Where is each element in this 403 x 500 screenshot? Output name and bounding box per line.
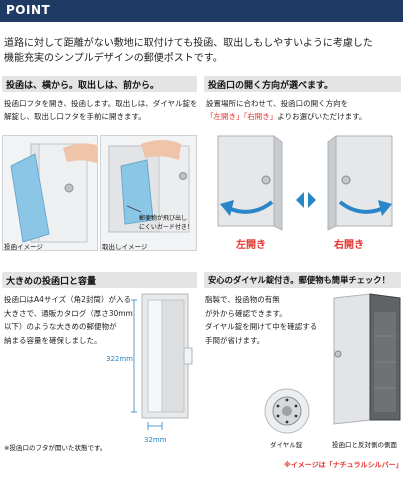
section-front-title: 投函は、横から。取出しは、前から。 <box>6 81 160 91</box>
label-left-open: 左開き <box>236 240 266 251</box>
section-direction-header: 投函口の開く方向が選べます。 <box>204 76 401 92</box>
section-capacity-line-1: 投函口はA4サイズ（角2封筒）が入る <box>4 295 131 304</box>
post-left-open <box>217 135 283 231</box>
section-direction-line-2: 「左開き」「右開き」よりお選びいただけます。 <box>206 110 402 123</box>
section-lock-header: 安心のダイヤル錠付き。郵便物も簡単チェック！ <box>204 272 401 288</box>
color-note: ※イメージは「ナチュラルシルバー」 <box>284 461 403 469</box>
section-front-text: 投函口フタを開き、投函します。取出しは、ダイヤル錠を 解錠し、取出し口フタを手前… <box>4 97 200 123</box>
section-capacity-text: 投函口はA4サイズ（角2封筒）が入る 大きさで、通販カタログ（厚さ30mm 以下… <box>4 293 144 347</box>
section-lock-title: 安心のダイヤル錠付き。郵便物も簡単チェック！ <box>208 275 390 285</box>
takeout-image <box>100 135 197 251</box>
section-direction-text: 設置場所に合わせて、投函口の開く方向を 「左開き」「右開き」よりお選びいただけま… <box>206 97 402 123</box>
guard-callout: 郵便物が飛び出し にくいガード付き！ <box>139 214 193 232</box>
option-right-open: 「右開き」 <box>243 112 278 121</box>
section-lock-line-4: 手間が省けます。 <box>205 335 265 345</box>
arrow-center-left <box>296 192 304 208</box>
intro-line-1: 道路に対して距離がない敷地に取付けても投函、取出しもしやすいように考慮した <box>4 38 373 49</box>
section-capacity-line-3: 以下）のような大きめの郵便物が <box>4 322 117 331</box>
section-lock-text: 脂製で、投函物の有無 が外から確認できます。 ダイヤル錠を開けて中を確認する 手… <box>205 293 335 347</box>
section-capacity-title: 大きめの投函口と容量 <box>6 277 97 287</box>
direction-illustration <box>217 135 393 231</box>
caption-insert: 投函イメージ <box>4 243 43 251</box>
section-direction-line-2-tail: よりお選びいただけます。 <box>277 112 367 121</box>
section-front-line-1: 投函口フタを開き、投函します。取出しは、ダイヤル錠を <box>4 99 198 108</box>
intro-text: 道路に対して距離がない敷地に取付けても投函、取出しもしやすいように考慮した 機能… <box>4 36 396 66</box>
section-lock-line-1: 脂製で、投函物の有無 <box>205 295 280 304</box>
arrow-left-open <box>220 200 274 216</box>
intro-line-2: 機能充実のシンプルデザインの郵便ポストです。 <box>4 53 223 64</box>
section-lock-line-2: が外から確認できます。 <box>205 308 287 318</box>
section-front-line-2: 解錠し、取出し口フタを手前に開きます。 <box>4 112 146 121</box>
arrow-right-open <box>338 200 392 216</box>
section-front-header: 投函は、横から。取出しは、前から。 <box>2 76 197 92</box>
guard-callout-line-2: にくいガード付き！ <box>139 224 193 231</box>
section-direction-title: 投函口の開く方向が選べます。 <box>208 81 334 91</box>
capacity-note: ※投函口のフタが開いた状態です。 <box>4 444 107 452</box>
header-banner: POINT <box>0 0 403 22</box>
side-view-illustration <box>333 293 401 425</box>
dimension-height: 322mm <box>106 355 133 363</box>
option-left-open: 「左開き」 <box>206 112 244 121</box>
section-capacity-header: 大きめの投函口と容量 <box>2 272 197 288</box>
insert-image <box>2 135 98 251</box>
caption-takeout: 取出しイメージ <box>102 243 148 251</box>
section-lock-line-3: ダイヤル錠を開けて中を確認する <box>205 322 318 331</box>
dimension-width: 32mm <box>144 436 167 444</box>
label-right-open: 右開き <box>334 240 364 251</box>
section-capacity-line-4: 納まる容量を確保しました。 <box>4 335 102 345</box>
post-right-open <box>327 135 393 231</box>
header-title: POINT <box>6 3 51 17</box>
insert-illustration <box>3 136 97 250</box>
takeout-illustration <box>101 136 196 250</box>
dial-lock-icon <box>264 388 310 434</box>
arrow-center-right <box>308 192 316 208</box>
capacity-illustration <box>131 293 193 430</box>
section-capacity-line-2: 大きさで、通販カタログ（厚さ30mm <box>4 308 133 318</box>
caption-dial-lock: ダイヤル錠 <box>270 441 303 449</box>
caption-side-view: 投函口と反対側の側面 <box>332 441 397 449</box>
guard-callout-line-1: 郵便物が飛び出し <box>139 215 188 222</box>
section-direction-line-1: 設置場所に合わせて、投函口の開く方向を <box>206 99 349 108</box>
